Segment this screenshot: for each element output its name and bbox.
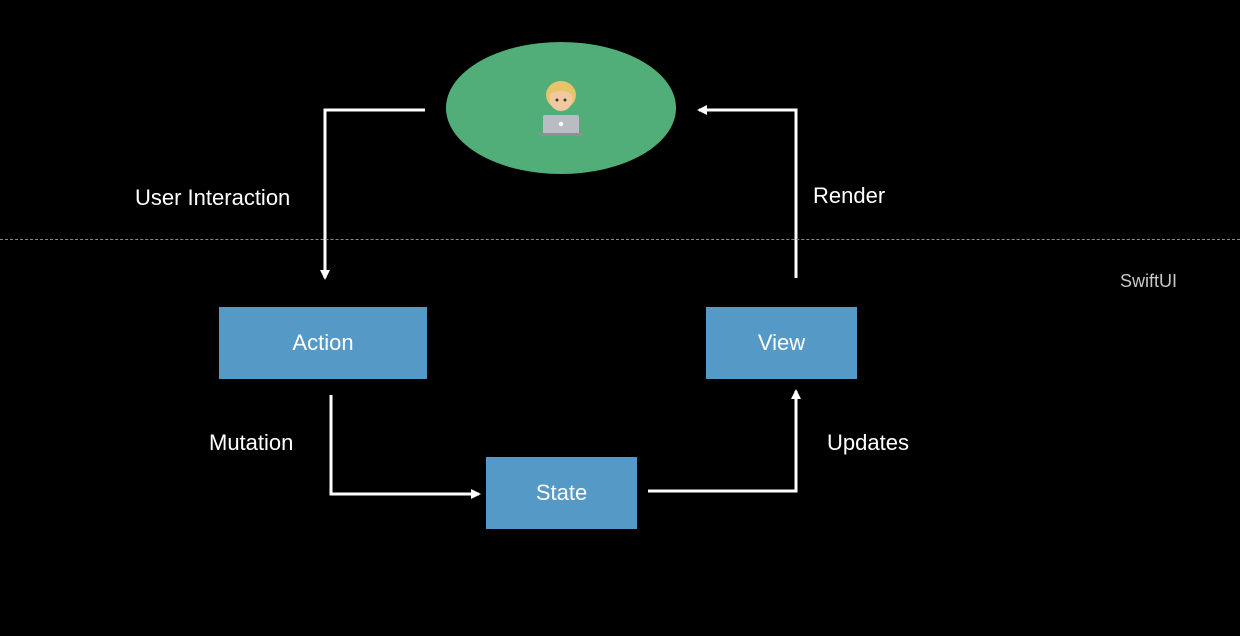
edge-label-render: Render	[813, 183, 886, 208]
action-node-label: Action	[292, 330, 354, 355]
edge-label-user-interaction: User Interaction	[135, 185, 291, 210]
action-node: Action	[219, 307, 427, 379]
state-node-label: State	[535, 480, 588, 505]
framework-boundary-divider	[0, 239, 1240, 240]
arrow-mutation	[329, 395, 481, 499]
user-node	[446, 42, 676, 174]
technologist-icon	[539, 81, 583, 136]
framework-label: SwiftUI	[1120, 271, 1178, 291]
arrow-user-interaction	[320, 108, 425, 280]
edge-label-updates: Updates	[827, 430, 909, 455]
view-node: View	[706, 307, 857, 379]
arrow-render	[697, 105, 798, 278]
view-node-label: View	[757, 330, 806, 355]
arrow-updates	[648, 389, 801, 493]
edge-label-mutation: Mutation	[209, 430, 294, 455]
state-node: State	[486, 457, 637, 529]
